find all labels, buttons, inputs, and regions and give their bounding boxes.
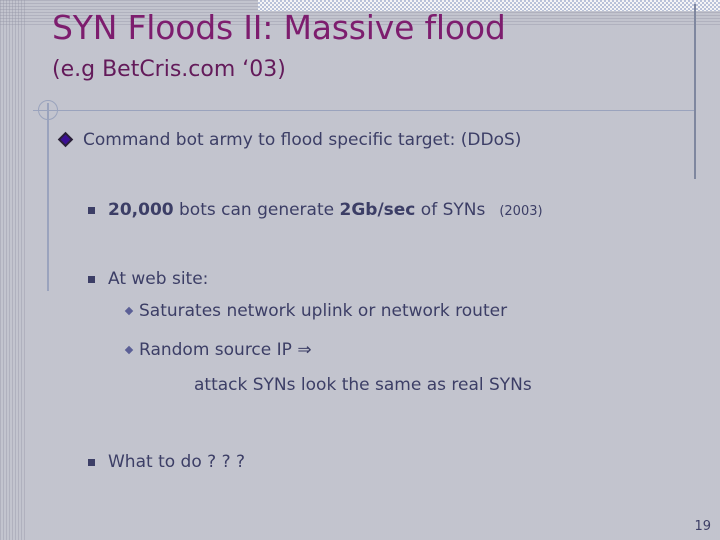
bullet-level2-website-label: At web site:	[108, 269, 209, 289]
bandwidth-value: 2Gb/sec	[339, 200, 416, 220]
bullet-level4-attack-syns: attack SYNs look the same as real SYNs	[194, 375, 532, 395]
bullet-level3-random-ip-label: Random source IP ⇒	[139, 340, 312, 360]
square-bullet-icon	[88, 276, 95, 283]
bullet-level2-bots: 20,000 bots can generate 2Gb/sec of SYNs…	[88, 198, 543, 224]
diamond-bullet-icon	[58, 132, 73, 147]
small-diamond-bullet-icon	[124, 345, 134, 355]
bullet-level1: Command bot army to flood specific targe…	[58, 128, 521, 152]
page-number: 19	[694, 519, 711, 534]
bot-count-value: 20,000	[108, 200, 174, 220]
top-hatched-band	[258, 0, 720, 11]
square-bullet-icon	[88, 207, 95, 214]
slide-subtitle: (e.g BetCris.com ‘03)	[52, 57, 286, 82]
bullet-level1-label: Command bot army to flood specific targe…	[83, 130, 522, 150]
horizontal-rule	[33, 110, 696, 111]
vertical-rule-right	[694, 4, 696, 179]
square-bullet-icon	[88, 459, 95, 466]
vertical-rule-left	[47, 103, 49, 291]
year-note: (2003)	[499, 204, 543, 219]
slide-title: SYN Floods II: Massive flood	[52, 8, 506, 47]
bullet-level3-random-ip: Random source IP ⇒	[124, 339, 312, 362]
bots-middle-text: bots can generate	[173, 200, 340, 220]
bullet-level2-what-to-do: What to do ? ? ?	[88, 450, 245, 474]
small-diamond-bullet-icon	[124, 306, 134, 316]
bullet-level3-saturates-label: Saturates network uplink or network rout…	[139, 301, 508, 321]
bullet-level2-website: At web site:	[88, 267, 208, 291]
bullet-level2-what-to-do-label: What to do ? ? ?	[108, 452, 246, 472]
bullet-level3-saturates: Saturates network uplink or network rout…	[124, 300, 508, 323]
bots-tail-text: of SYNs	[415, 200, 486, 220]
bullet-level2-bots-label: 20,000 bots can generate 2Gb/sec of SYNs…	[108, 198, 543, 224]
decorative-circle-icon	[38, 100, 58, 120]
